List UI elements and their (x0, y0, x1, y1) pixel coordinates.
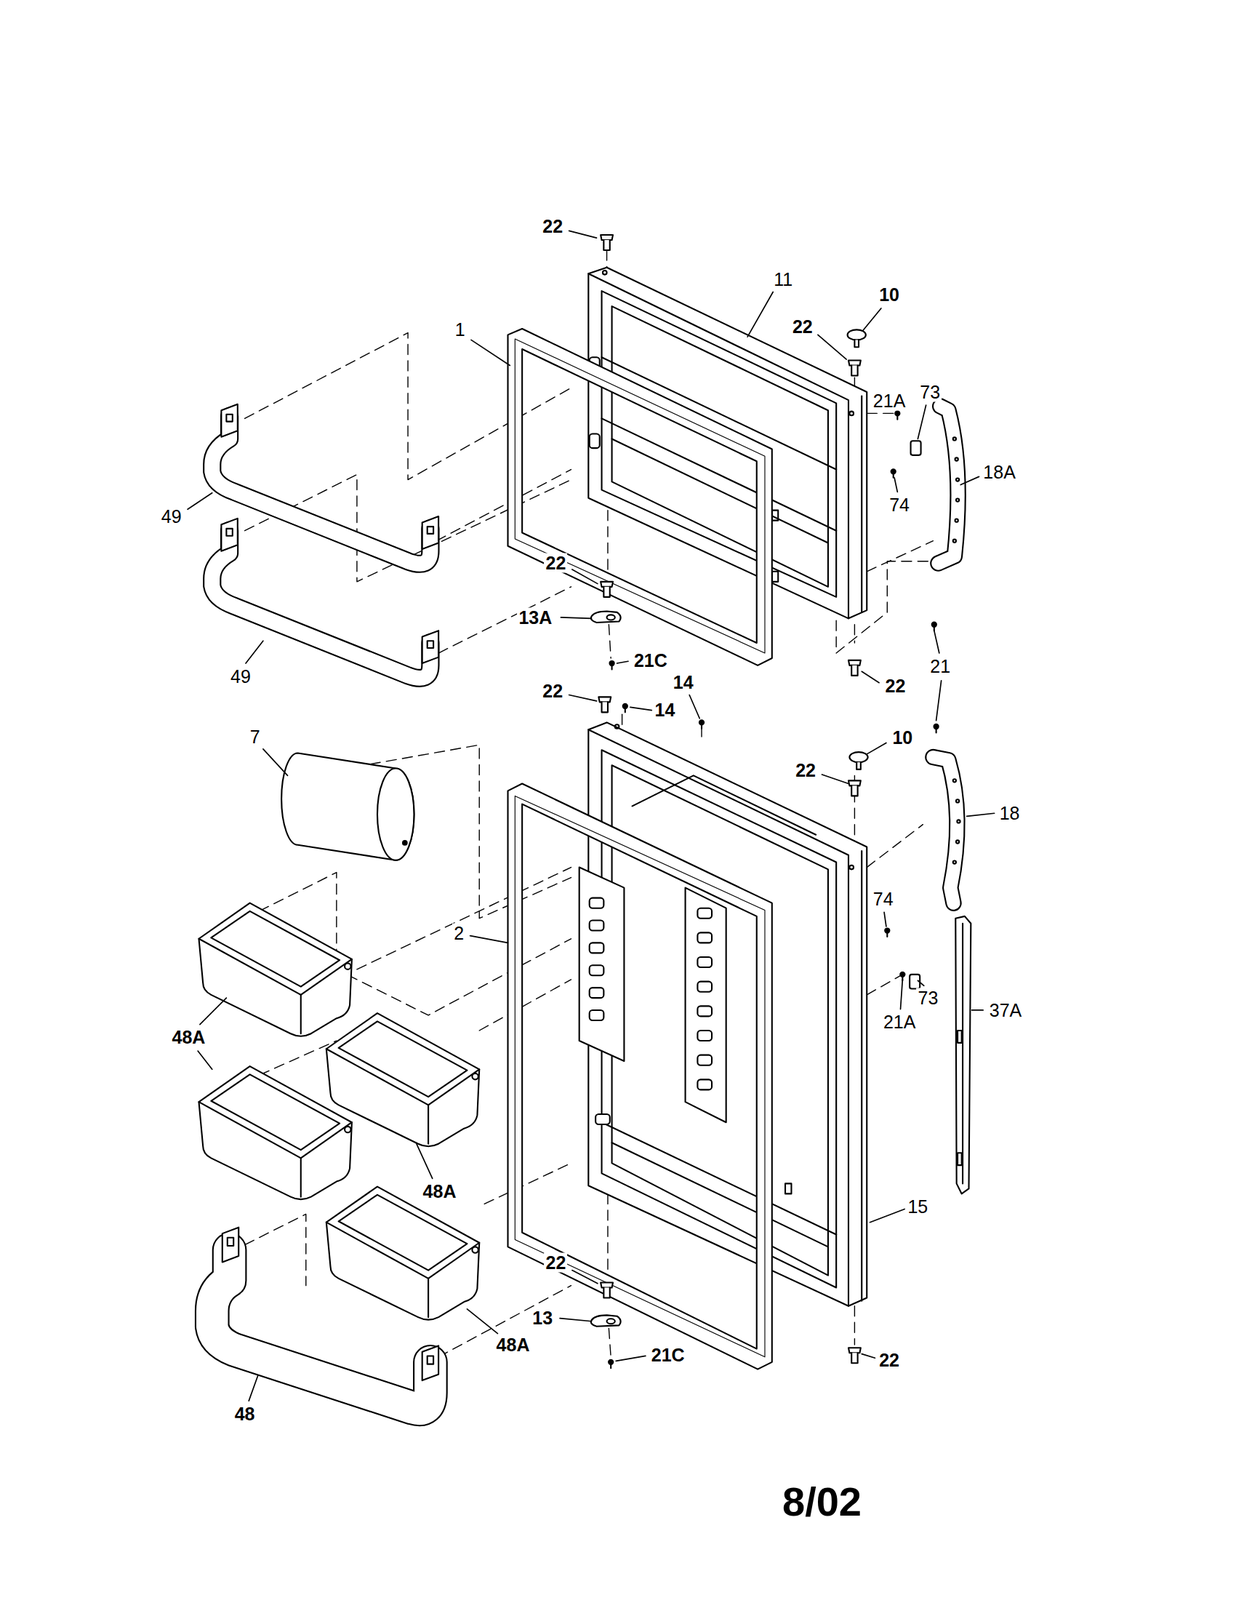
gasket-edge (514, 338, 765, 653)
callout-number: 14 (653, 700, 677, 720)
fresh-food-door (579, 721, 868, 1306)
dairy-door (281, 752, 414, 860)
door-gasket (508, 328, 773, 666)
callout-number: 48A (170, 1027, 208, 1047)
callout-number: 37A (988, 999, 1023, 1020)
callout-number: 1 (453, 319, 467, 340)
callout-number: 48A (421, 1181, 459, 1202)
callout-number: 74 (871, 888, 896, 909)
callout-number: 13 (530, 1307, 555, 1328)
callout-number: 18 (998, 802, 1022, 823)
callout-number: 22 (793, 759, 818, 780)
callout-number: 7 (248, 726, 262, 746)
hardware (591, 234, 939, 1368)
door-bin (326, 1012, 480, 1146)
callout-number: 21A (871, 391, 907, 411)
callout-number: 13A (516, 607, 554, 627)
date-stamp: 8/02 (780, 1480, 864, 1523)
callout-number: 21A (881, 1012, 917, 1032)
callout-number: 21C (632, 649, 669, 670)
callout-number: 15 (905, 1196, 930, 1217)
callout-number: 73 (918, 381, 942, 402)
shelf-bar (212, 1227, 439, 1410)
callout-number: 49 (159, 506, 184, 526)
assembly-lines (245, 250, 934, 1357)
leader-lines (187, 230, 994, 1401)
callout-number: 48 (233, 1403, 257, 1424)
door-bin (326, 1186, 480, 1320)
callout-number: 74 (887, 495, 912, 515)
callout-number: 49 (229, 665, 253, 686)
gasket-edge (514, 795, 765, 1356)
callout-number: 22 (540, 680, 565, 701)
shelf-bar (212, 404, 439, 564)
callout-number: 73 (916, 987, 940, 1007)
callout-number: 21 (928, 655, 952, 676)
door-shelves (199, 404, 480, 1410)
callout-number: 14 (671, 672, 696, 693)
callout-number: 22 (544, 1252, 568, 1273)
bin-pegs (589, 897, 712, 1125)
callout-number: 22 (791, 316, 815, 336)
callout-number: 11 (772, 269, 794, 290)
callout-number: 22 (540, 216, 565, 237)
handle-trim (955, 916, 971, 1194)
callout-number: 22 (884, 675, 908, 696)
callout-number: 22 (544, 553, 568, 573)
callout-number: 18A (981, 462, 1017, 483)
door-bin (199, 1065, 352, 1199)
shelf-bar (212, 518, 439, 678)
callout-number: 21C (649, 1344, 687, 1364)
callout-number: 2 (452, 923, 466, 943)
callout-number: 10 (877, 285, 901, 305)
hinges (932, 406, 960, 904)
callout-number: 22 (877, 1349, 901, 1370)
callout-number: 48A (495, 1334, 532, 1354)
door-bin (199, 903, 352, 1037)
callout-number: 10 (890, 727, 914, 748)
door-gasket (508, 783, 773, 1370)
